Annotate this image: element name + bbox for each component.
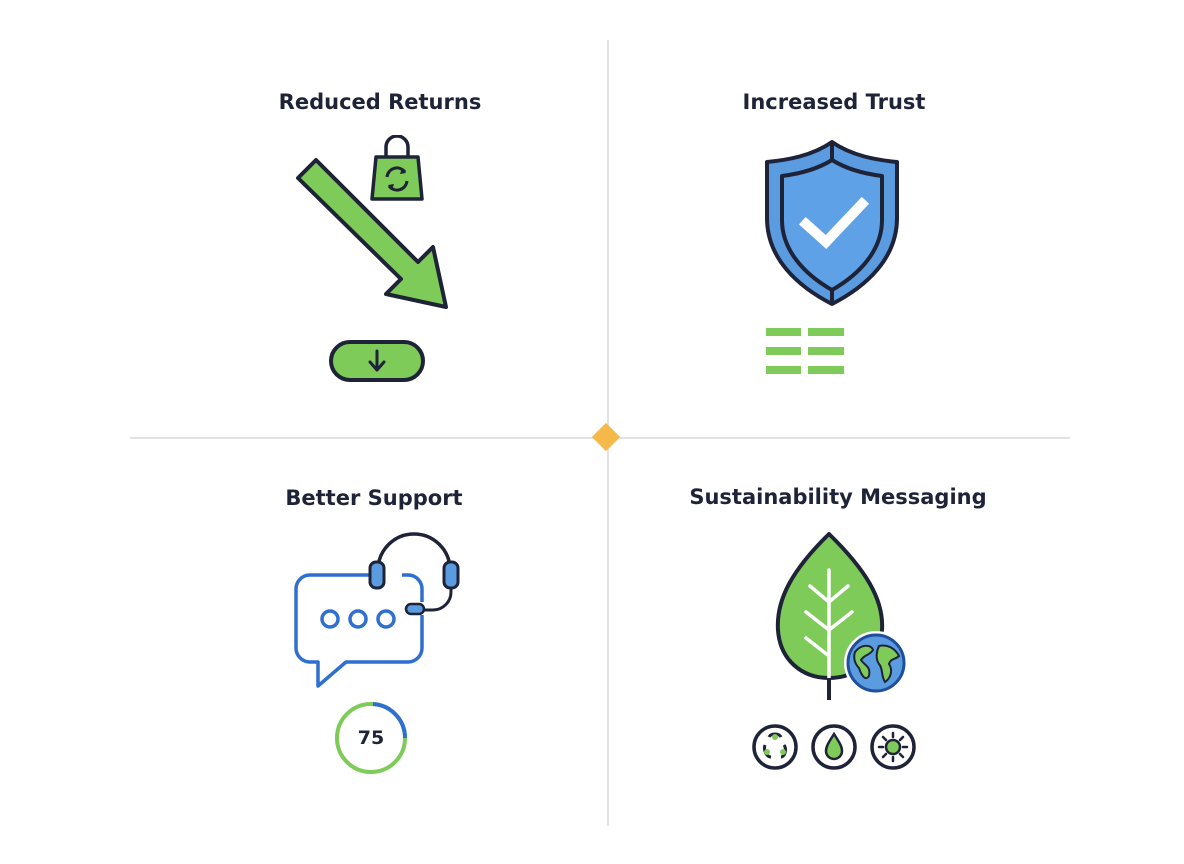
shield-check-icon <box>765 140 899 306</box>
list-grid-icon <box>766 328 844 374</box>
support-score: 75 <box>357 727 385 749</box>
progress-ring-icon: 75 <box>333 700 409 776</box>
quadrant-title: Better Support <box>285 486 463 510</box>
arrow-down-right-icon <box>296 158 448 309</box>
download-pill-icon[interactable] <box>328 339 426 383</box>
shopping-bag-refresh-icon <box>370 135 424 201</box>
quadrant-title: Reduced Returns <box>278 90 482 114</box>
recycle-icon[interactable] <box>751 723 799 771</box>
globe-icon <box>844 631 908 695</box>
sun-icon[interactable] <box>869 723 917 771</box>
chat-bubble-headset-icon <box>294 532 460 688</box>
center-diamond-icon <box>591 422 621 452</box>
quadrant-title: Increased Trust <box>742 90 926 114</box>
quadrant-title: Sustainability Messaging <box>689 485 987 509</box>
water-drop-icon[interactable] <box>810 723 858 771</box>
